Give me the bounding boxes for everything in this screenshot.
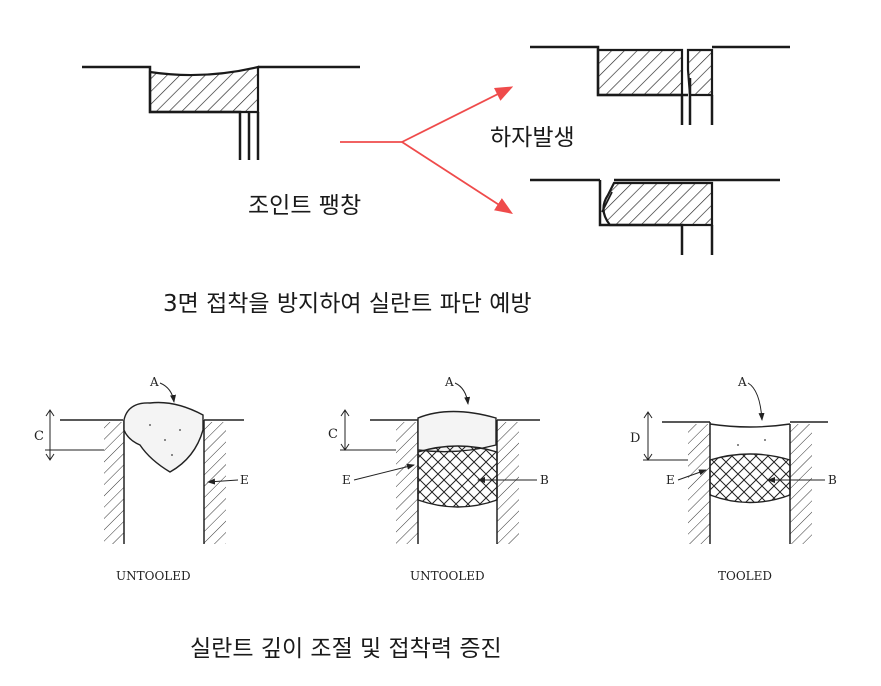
failure-figure-upper (530, 45, 790, 125)
diagram-caption: UNTOOLED (410, 569, 485, 583)
label-a: A (149, 375, 159, 389)
label-e: E (666, 473, 675, 487)
diagram-untooled-2: C A E B UNTOOLED (328, 375, 549, 583)
label-e: E (342, 473, 351, 487)
depth-label: C (328, 427, 338, 442)
expansion-arrows (340, 86, 514, 214)
top-caption: 3면 접착을 방지하여 실란트 파단 예방 (163, 291, 532, 317)
diagram-untooled-1: C A E UNTOOLED (34, 375, 249, 583)
expansion-label: 조인트 팽창 (248, 193, 361, 219)
label-b: B (828, 473, 837, 487)
diagram-tooled: D A E B TOOLED (630, 375, 837, 583)
depth-label: D (630, 431, 640, 446)
defect-label: 하자발생 (490, 125, 575, 151)
label-a: A (737, 375, 747, 389)
failure-figure-lower (530, 178, 780, 255)
diagram-caption: UNTOOLED (116, 569, 191, 583)
label-b: B (540, 473, 549, 487)
diagram-caption: TOOLED (718, 569, 772, 583)
joint-initial-figure (82, 65, 360, 160)
label-e: E (240, 473, 249, 487)
bottom-caption: 실란트 깊이 조절 및 접착력 증진 (190, 636, 502, 662)
depth-label: C (34, 429, 44, 444)
label-a: A (444, 375, 454, 389)
